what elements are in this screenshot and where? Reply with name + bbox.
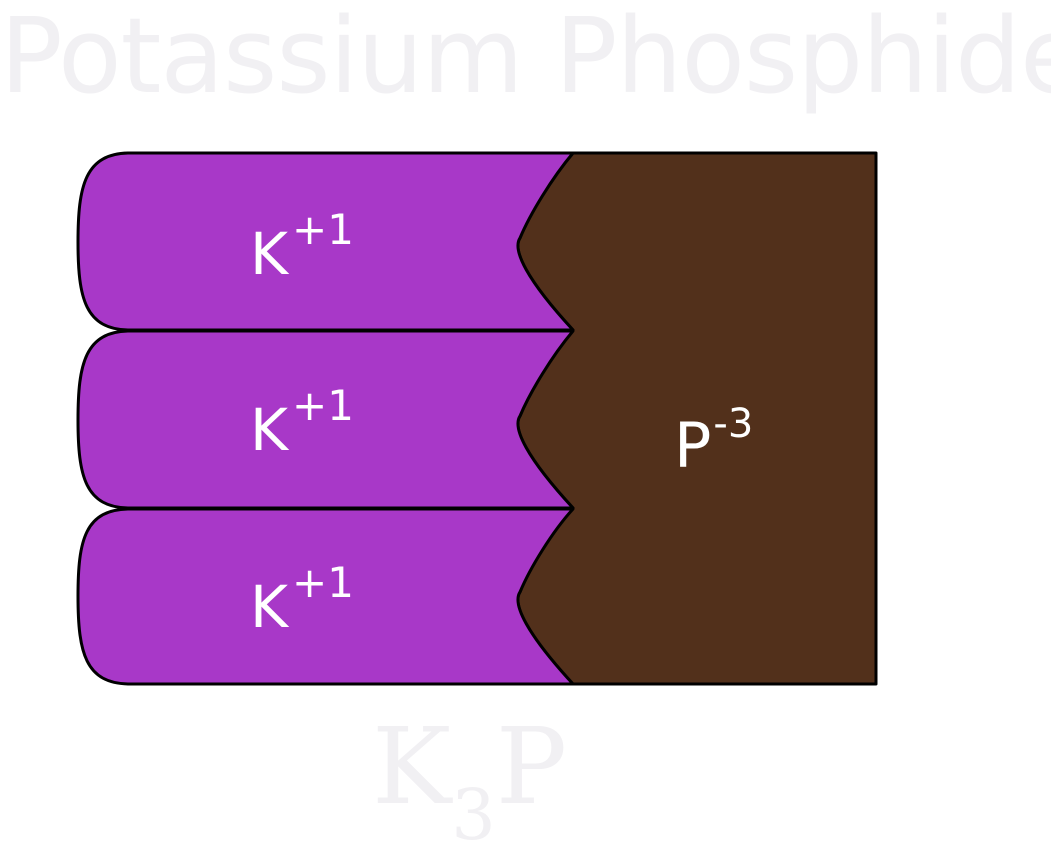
cation-symbol: K (250, 573, 290, 641)
anion-charge: -3 (713, 401, 753, 447)
anion-symbol: P (674, 409, 711, 482)
cation-block-3 (76, 507, 575, 686)
cation-charge: +1 (292, 205, 354, 254)
chemical-formula: K3P (372, 705, 567, 850)
cation-symbol: K (250, 396, 290, 464)
formula-symbol-1: K (372, 705, 453, 828)
page-title: Potassium Phosphide (0, 0, 1051, 117)
formula-subscript: 3 (451, 774, 496, 850)
cation-label-3: K+1 (250, 558, 354, 641)
cation-symbol: K (250, 220, 290, 288)
cation-charge: +1 (292, 381, 354, 430)
cation-label-1: K+1 (250, 205, 354, 288)
anion-label: P-3 (674, 401, 753, 482)
cation-charge: +1 (292, 558, 354, 607)
formula-symbol-2: P (496, 705, 567, 828)
cation-label-2: K+1 (250, 381, 354, 464)
